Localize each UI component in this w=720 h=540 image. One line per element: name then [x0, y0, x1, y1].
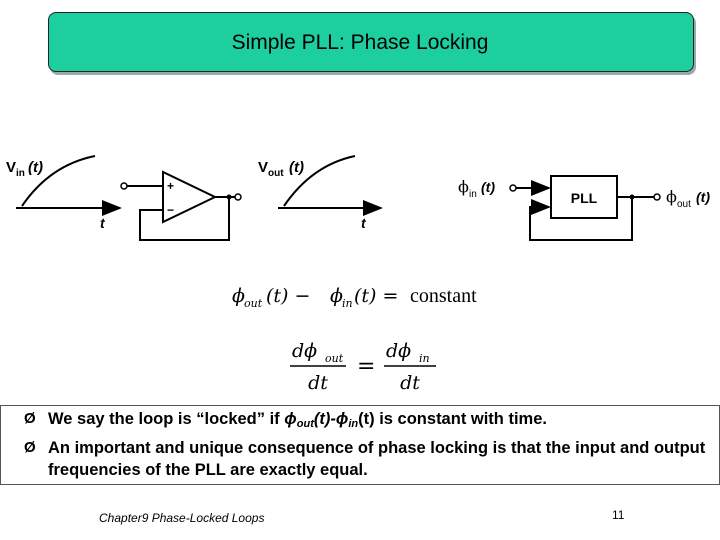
bullet-1-sub-out: out — [296, 418, 314, 430]
phi-out-arg: (t) — [696, 189, 710, 205]
bullet-2-text: An important and unique consequence of p… — [48, 439, 706, 479]
page-title: Simple PLL: Phase Locking — [231, 31, 489, 54]
output-node — [234, 193, 242, 201]
eq1-constant: constant — [410, 285, 477, 307]
input-node — [120, 182, 128, 190]
phi-in-arg: (t) — [481, 179, 495, 195]
vout-curve — [283, 155, 356, 207]
bullet-arrow-icon: Ø — [24, 410, 36, 427]
vout-label: V — [258, 159, 268, 176]
pll-block — [550, 175, 618, 219]
plus-sign: + — [167, 179, 174, 193]
eq2-num-left: dϕ — [292, 340, 317, 362]
bullet-1-text-a: We say the loop is “locked” if — [48, 410, 285, 428]
eq1-phi-in-sub: in — [342, 297, 353, 310]
vin-curve — [21, 155, 96, 207]
pll-input-node — [509, 184, 517, 192]
phi-out-sub: out — [677, 199, 691, 210]
circuit-diagram: V in (t) t + − V out (t) t ϕ in (t) PLL — [6, 155, 710, 394]
bullet-1-phi-out: ϕ — [284, 410, 297, 428]
title-box — [48, 12, 694, 72]
eq2-num-right: dϕ — [386, 340, 411, 362]
vin-t-label: t — [100, 215, 106, 231]
minus-sign: − — [167, 203, 174, 217]
eq1-phi-out-sub: out — [244, 297, 263, 310]
bullet-1-mid: (t)- — [313, 410, 336, 428]
phi-in-sub: in — [469, 189, 477, 200]
eq2-num-right-sub: in — [419, 352, 430, 365]
vout-arg: (t) — [289, 159, 304, 176]
pll-feedback-wire — [529, 197, 633, 241]
bullet-arrow-icon: Ø — [24, 439, 36, 456]
feedback-wire — [139, 197, 230, 241]
phi-in-label: ϕ — [458, 177, 469, 196]
bullet-locked: Ø We say the loop is “locked” if ϕout(t)… — [1, 408, 719, 435]
eq2-den-left: dt — [308, 372, 328, 394]
bullet-1-text-b: (t) is constant with time. — [358, 410, 547, 428]
eq1-phi-out: ϕ — [232, 285, 245, 307]
bullet-1-phi-in: ϕ — [335, 410, 349, 428]
vout-t-label: t — [361, 215, 367, 231]
vin-graph: V in (t) t — [6, 155, 122, 231]
eq2-equals: = — [357, 354, 375, 379]
bullet-1-sub-in: in — [348, 418, 359, 430]
eq1-phi-in-arg: (t) = — [354, 285, 404, 307]
opamp-triangle — [162, 170, 218, 224]
footer-chapter: Chapter9 Phase-Locked Loops — [99, 511, 265, 525]
pll-diagram: ϕ in (t) PLL ϕ out (t) — [458, 175, 710, 241]
vin-sub: in — [16, 168, 25, 179]
page-number: 11 — [612, 508, 625, 522]
equation-phase-difference: ϕ out (t) − ϕ in (t) = constant — [232, 285, 477, 310]
equation-derivatives: dϕ out dt = dϕ in dt — [290, 340, 436, 394]
eq1-phi-out-arg: (t) − — [266, 285, 316, 307]
eq1-phi-in: ϕ — [330, 285, 343, 307]
opamp-follower: + − — [120, 170, 242, 241]
bullet-box: Ø We say the loop is “locked” if ϕout(t)… — [0, 405, 720, 485]
bullet-consequence: Ø An important and unique consequence of… — [1, 437, 719, 481]
eq2-den-right: dt — [400, 372, 420, 394]
pll-block-label: PLL — [571, 190, 598, 206]
vout-graph: V out (t) t — [258, 155, 383, 231]
vin-arg: (t) — [28, 159, 43, 176]
vin-label: V — [6, 159, 16, 176]
pll-output-node — [653, 193, 661, 201]
eq2-num-left-sub: out — [325, 352, 344, 365]
vout-sub: out — [268, 168, 284, 179]
phi-out-label: ϕ — [666, 187, 677, 206]
